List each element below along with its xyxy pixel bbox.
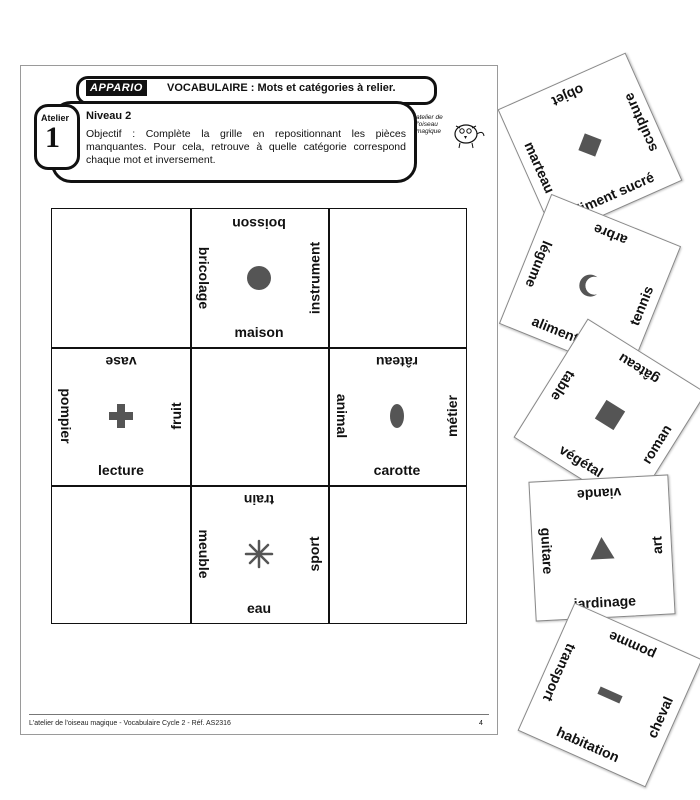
word-right: fruit [168,402,184,430]
word-top: râteau [375,354,419,370]
triangle-icon [590,537,615,560]
puzzle-card-2[interactable]: arbre aliment salé légume tennis [498,193,682,377]
atelier-label: Atelier [41,113,70,123]
puzzle-card-5[interactable]: pomme habitation transport cheval [517,602,700,788]
grid-line [52,347,466,349]
empty-slot-r3c1[interactable] [52,485,190,623]
plus-icon [109,404,133,428]
word-top: gâteau [615,350,662,388]
word-bottom: végétal [556,441,607,481]
word-left: guitare [537,527,557,575]
word-top: arbre [590,220,630,249]
footer-text: L'atelier de l'oiseau magique - Vocabula… [29,720,231,727]
word-left: transport [539,641,580,704]
atelier-number: 1 [45,121,60,154]
word-top: boisson [232,216,286,232]
word-top: train [243,492,275,508]
grid-line [52,485,466,487]
appario-logo: APPARIO [86,80,147,96]
puzzle-card-4[interactable]: viande jardinage guitare art [528,474,676,622]
ellipse-icon [390,404,404,428]
word-left: marteau [521,139,559,196]
word-right: métier [444,394,460,438]
word-right: art [648,535,666,555]
grid-line [190,209,192,623]
worksheet-page: APPARIO VOCABULAIRE : Mots et catégories… [20,65,498,735]
word-left: bricolage [196,246,212,310]
puzzle-card-1[interactable]: objet aliment sucré marteau sculpture [497,52,683,238]
word-top: pomme [605,628,658,664]
atelier-tab: Atelier 1 [34,104,80,170]
empty-slot-r2c2[interactable] [190,347,328,485]
word-left: animal [334,393,350,439]
grid-cell-r3c2[interactable]: train eau meuble sport [190,485,328,623]
info-box: Atelier 1 Niveau 2 Objectif : Complète l… [34,101,417,183]
circle-icon [247,266,271,290]
word-top: objet [549,81,587,110]
asterisk-icon [244,539,274,569]
empty-slot-r3c3[interactable] [328,485,466,623]
word-bottom: habitation [554,723,622,766]
word-bottom: lecture [98,462,144,478]
word-bottom: maison [234,324,284,340]
word-left: meuble [196,529,212,579]
word-top: viande [576,484,622,504]
grid-line [328,209,330,623]
word-bottom: eau [246,600,272,616]
diamond-icon [578,133,602,157]
objectif-text: Objectif : Complète la grille en reposit… [86,128,406,166]
crescent-icon [579,274,598,297]
word-right: roman [638,421,675,467]
bar-icon [597,686,623,704]
empty-slot-r1c3[interactable] [328,209,466,347]
footer-divider [29,714,489,715]
bird-icon [454,124,485,149]
page-number: 4 [479,720,483,727]
word-right: sport [306,536,322,572]
word-left: légume [522,238,556,291]
grid-cell-r2c1[interactable]: vase lecture pompier fruit [52,347,190,485]
puzzle-grid: boisson maison bricolage instrument vase… [51,208,467,624]
niveau-label: Niveau 2 [86,110,132,122]
bird-logo: atelier de l'oiseau magique [416,108,488,166]
logo-text: atelier de l'oiseau magique [416,114,443,135]
word-right: cheval [644,694,677,741]
word-right: tennis [625,283,657,328]
grid-cell-r1c2[interactable]: boisson maison bricolage instrument [190,209,328,347]
word-right: instrument [306,241,322,315]
word-left: table [547,367,579,404]
empty-slot-r1c1[interactable] [52,209,190,347]
word-left: pompier [58,388,74,444]
page-title: VOCABULAIRE : Mots et catégories à relie… [167,82,396,94]
grid-cell-r2c3[interactable]: râteau carotte animal métier [328,347,466,485]
word-bottom: carotte [373,462,421,478]
square-icon [594,399,626,431]
puzzle-card-3[interactable]: gâteau végétal table roman [513,318,700,512]
word-top: vase [105,354,137,370]
word-right: sculpture [620,90,661,155]
